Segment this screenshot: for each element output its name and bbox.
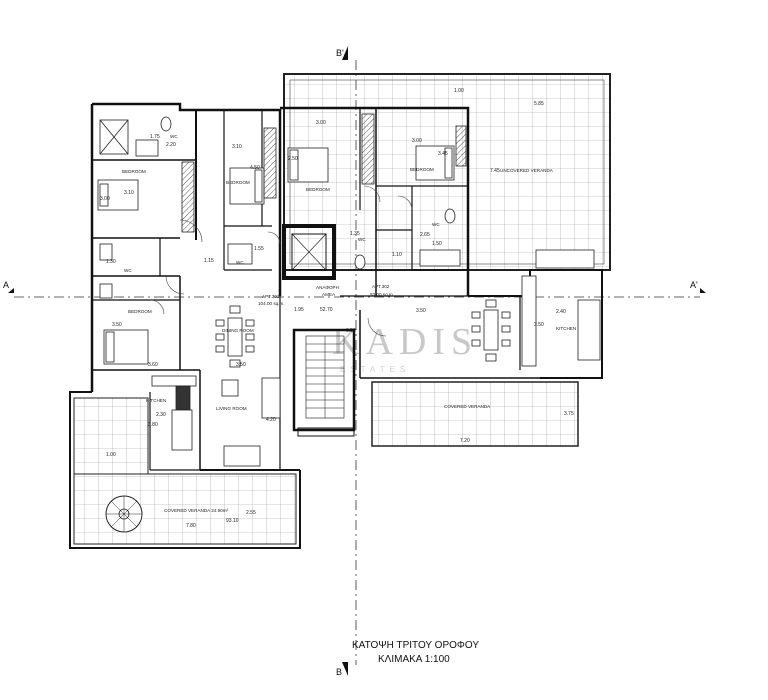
label-bedroom-2: BEDROOM xyxy=(226,180,250,185)
watermark: KADIS ESTATES xyxy=(332,321,478,374)
dim-3-10-bed: 3.10 xyxy=(124,190,134,196)
section-a-right: A' xyxy=(690,280,698,290)
dim-3-60: 3.60 xyxy=(148,362,158,368)
label-apt-301-name: APT.301 xyxy=(262,294,280,299)
label-lift-1: ΑΝΑΦΟΡΗ xyxy=(316,285,339,290)
label-wc-1: WC xyxy=(170,134,178,139)
label-bedroom-4: BEDROOM xyxy=(410,167,434,172)
dim-1-00-left: 1.00 xyxy=(106,452,116,458)
section-b-bottom: B xyxy=(336,667,342,677)
dim-2-50: 2.50 xyxy=(288,156,298,162)
dim-7-80: 7.80 xyxy=(186,523,196,529)
label-wc-2: WC xyxy=(124,268,132,273)
dim-3-45: 3.45 xyxy=(438,151,448,157)
label-dining-room: DINING ROOM xyxy=(222,328,254,333)
dim-7-45: 7.45 xyxy=(490,168,500,174)
covered-veranda-left xyxy=(73,397,297,545)
label-bedroom-1: BEDROOM xyxy=(122,169,146,174)
dim-2-20: 2.20 xyxy=(166,142,176,148)
label-wc-3: WC xyxy=(236,260,244,265)
dim-1-15: 1.15 xyxy=(204,258,214,264)
dim-3-50-right: 3.50 xyxy=(236,362,246,368)
dim-7-20: 7.20 xyxy=(460,438,470,444)
dim-3-00-b: 3.00 xyxy=(412,138,422,144)
label-apt-302-area: 93.00 sq.m. xyxy=(370,292,394,297)
dim-6-50: 6.50 xyxy=(346,328,356,334)
label-living-room: LIVING ROOM xyxy=(216,406,247,411)
dim-1-95: 1.95 xyxy=(294,307,304,313)
dim-93-10: 93.10 xyxy=(226,518,239,524)
label-covered-veranda-right: COVERED VERANDA xyxy=(444,404,491,409)
room-labels: BEDROOM BEDROOM BEDROOM BEDROOM BEDROOM … xyxy=(122,134,576,513)
dim-3-10-top: 3.10 xyxy=(232,144,242,150)
dim-3-00-left: 3.00 xyxy=(100,196,110,202)
label-apt-302-name: APT.302 xyxy=(372,284,390,289)
watermark-brand: KADIS xyxy=(332,321,478,363)
door-swings xyxy=(149,185,413,337)
label-kitchen-left: KITCHEN xyxy=(146,398,166,403)
watermark-sub: ESTATES xyxy=(340,365,410,374)
furniture xyxy=(97,113,601,467)
dim-1-55: 1.55 xyxy=(254,246,264,252)
title-line-2: ΚΛΙΜΑΚΑ 1:100 xyxy=(378,654,450,665)
label-kitchen-right: KITCHEN xyxy=(556,326,576,331)
label-covered-veranda-left: COVERED VERANDA 24.90m² xyxy=(164,508,229,513)
section-a-left: A xyxy=(3,280,9,290)
dim-3-50-kitchen: 3.50 xyxy=(534,322,544,328)
dim-1-50: 1.50 xyxy=(432,241,442,247)
label-uncovered-veranda: UNCOVERED VERANDA xyxy=(500,168,554,173)
dim-52-70: 52.70 xyxy=(320,307,333,313)
dim-3-80: 3.80 xyxy=(148,422,158,428)
section-markers: A A' B' B xyxy=(3,46,706,677)
dim-2-30: 2.30 xyxy=(156,412,166,418)
label-wc-4: WC xyxy=(358,237,366,242)
label-lift-2: AMEA xyxy=(322,292,336,297)
title-line-1: ΚΑΤΟΨΗ ΤΡΙΤΟΥ ΟΡΟΦΟΥ xyxy=(352,640,479,651)
dim-1-30: 1.30 xyxy=(106,259,116,265)
label-bedroom-3: BEDROOM xyxy=(306,187,330,192)
covered-veranda-right xyxy=(371,381,579,447)
dimension-labels: 1.00 5.85 1.75 2.20 3.10 3.00 3.00 3.45 … xyxy=(100,88,574,529)
building-walls xyxy=(69,102,603,549)
dim-4-50: 4.50 xyxy=(250,165,260,171)
dim-3-50-dining: 3.50 xyxy=(416,308,426,314)
dim-3-00-a: 3.00 xyxy=(316,120,326,126)
dim-5-85: 5.85 xyxy=(534,101,544,107)
dim-1-75: 1.75 xyxy=(150,134,160,140)
dim-1-10: 1.10 xyxy=(392,252,402,258)
section-b-top: B' xyxy=(336,48,344,58)
dim-2-55: 2.55 xyxy=(246,510,256,516)
dim-4-20: 4.20 xyxy=(266,417,276,423)
label-bedroom-5: BEDROOM xyxy=(128,309,152,314)
label-apt-301-area: 104.00 sq.m. xyxy=(258,301,285,306)
dim-2-40: 2.40 xyxy=(556,309,566,315)
dim-1-00-top: 1.00 xyxy=(454,88,464,94)
dim-3-50-bed: 3.50 xyxy=(112,322,122,328)
drawing-title: ΚΑΤΟΨΗ ΤΡΙΤΟΥ ΟΡΟΦΟΥ ΚΛΙΜΑΚΑ 1:100 xyxy=(352,640,479,665)
dim-2-65: 2.65 xyxy=(420,232,430,238)
dim-3-75: 3.75 xyxy=(564,411,574,417)
label-wc-5: WC xyxy=(432,222,440,227)
dim-1-35: 1.35 xyxy=(350,231,360,237)
